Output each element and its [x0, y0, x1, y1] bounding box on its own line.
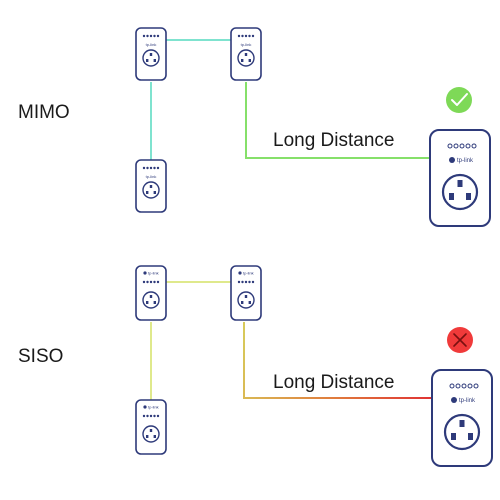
- mimo-label: MIMO: [18, 102, 70, 123]
- siso-label: SISO: [18, 346, 64, 367]
- siso-adapter-top-left: tp-link: [135, 265, 167, 321]
- mimo-adapter-top-left: tp-link: [135, 27, 167, 81]
- mimo-link-long: [245, 82, 430, 159]
- svg-text:tp-link: tp-link: [241, 42, 252, 47]
- mimo-connections: [150, 39, 430, 160]
- siso-adapter-bottom-left: tp-link: [135, 399, 167, 455]
- siso-adapter-top-middle: tp-link: [230, 265, 262, 321]
- svg-text:tp-link: tp-link: [148, 271, 159, 276]
- svg-text:tp-link: tp-link: [459, 398, 476, 404]
- mimo-adapter-far: tp-link: [429, 129, 491, 227]
- svg-text:tp-link: tp-link: [457, 158, 474, 164]
- svg-text:tp-link: tp-link: [146, 174, 157, 179]
- siso-connections: [150, 281, 432, 400]
- tp-link-logo: tp-link: [143, 405, 159, 410]
- mimo-adapter-top-middle: tp-link: [230, 27, 262, 81]
- svg-text:tp-link: tp-link: [148, 405, 159, 410]
- mimo-adapter-bottom-left: tp-link: [135, 159, 167, 213]
- tp-link-logo: tp-link: [238, 271, 254, 276]
- siso-link-long: [243, 322, 432, 399]
- siso-adapter-far: tp-link: [431, 369, 493, 467]
- svg-text:tp-link: tp-link: [243, 271, 254, 276]
- svg-text:tp-link: tp-link: [146, 42, 157, 47]
- tp-link-logo: tp-link: [451, 397, 476, 404]
- check-icon: [446, 87, 472, 113]
- tp-link-logo: tp-link: [449, 157, 474, 164]
- cross-icon: [447, 327, 473, 353]
- siso-long-distance-label: Long Distance: [273, 372, 395, 393]
- tp-link-logo: tp-link: [143, 271, 159, 276]
- mimo-long-distance-label: Long Distance: [273, 130, 395, 151]
